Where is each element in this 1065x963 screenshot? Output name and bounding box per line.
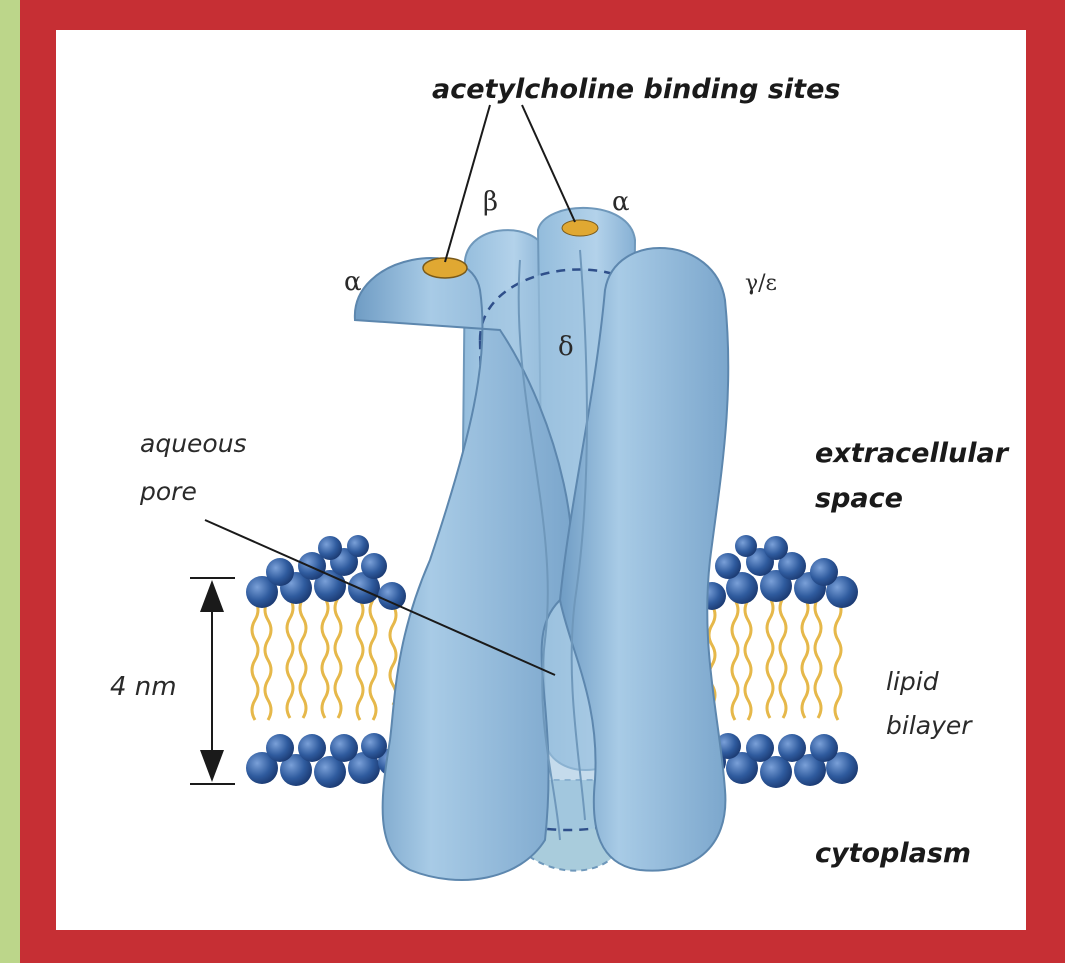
receptor-protein xyxy=(355,208,728,880)
label-binding-sites: acetylcholine binding sites xyxy=(432,74,840,105)
label-delta: δ xyxy=(558,332,574,362)
arrowhead-down xyxy=(200,750,224,782)
label-beta: β xyxy=(483,187,498,217)
label-alpha-left: α xyxy=(344,267,362,297)
label-cytoplasm: cytoplasm xyxy=(815,838,971,869)
label-4nm: 4 nm xyxy=(110,672,177,702)
label-pore: pore xyxy=(139,477,197,506)
label-lipid: lipid xyxy=(886,667,939,696)
binding-site-right xyxy=(562,220,598,236)
label-aqueous: aqueous xyxy=(140,429,247,458)
lipid-heads-top-right xyxy=(698,535,858,610)
label-extracellular: extracellular xyxy=(815,438,1010,469)
thickness-dimension xyxy=(190,578,235,784)
lipid-tails-right xyxy=(709,598,841,720)
leader-binding-right xyxy=(522,105,575,222)
label-space: space xyxy=(815,483,903,514)
arrowhead-up xyxy=(200,580,224,612)
lipid-heads-bottom-left xyxy=(246,733,406,788)
label-alpha-top: α xyxy=(612,187,630,217)
label-bilayer: bilayer xyxy=(886,711,973,740)
lipid-tails-left xyxy=(252,598,396,720)
lipid-bilayer-right xyxy=(698,535,858,788)
label-gamma-epsilon: γ/ε xyxy=(745,271,777,296)
